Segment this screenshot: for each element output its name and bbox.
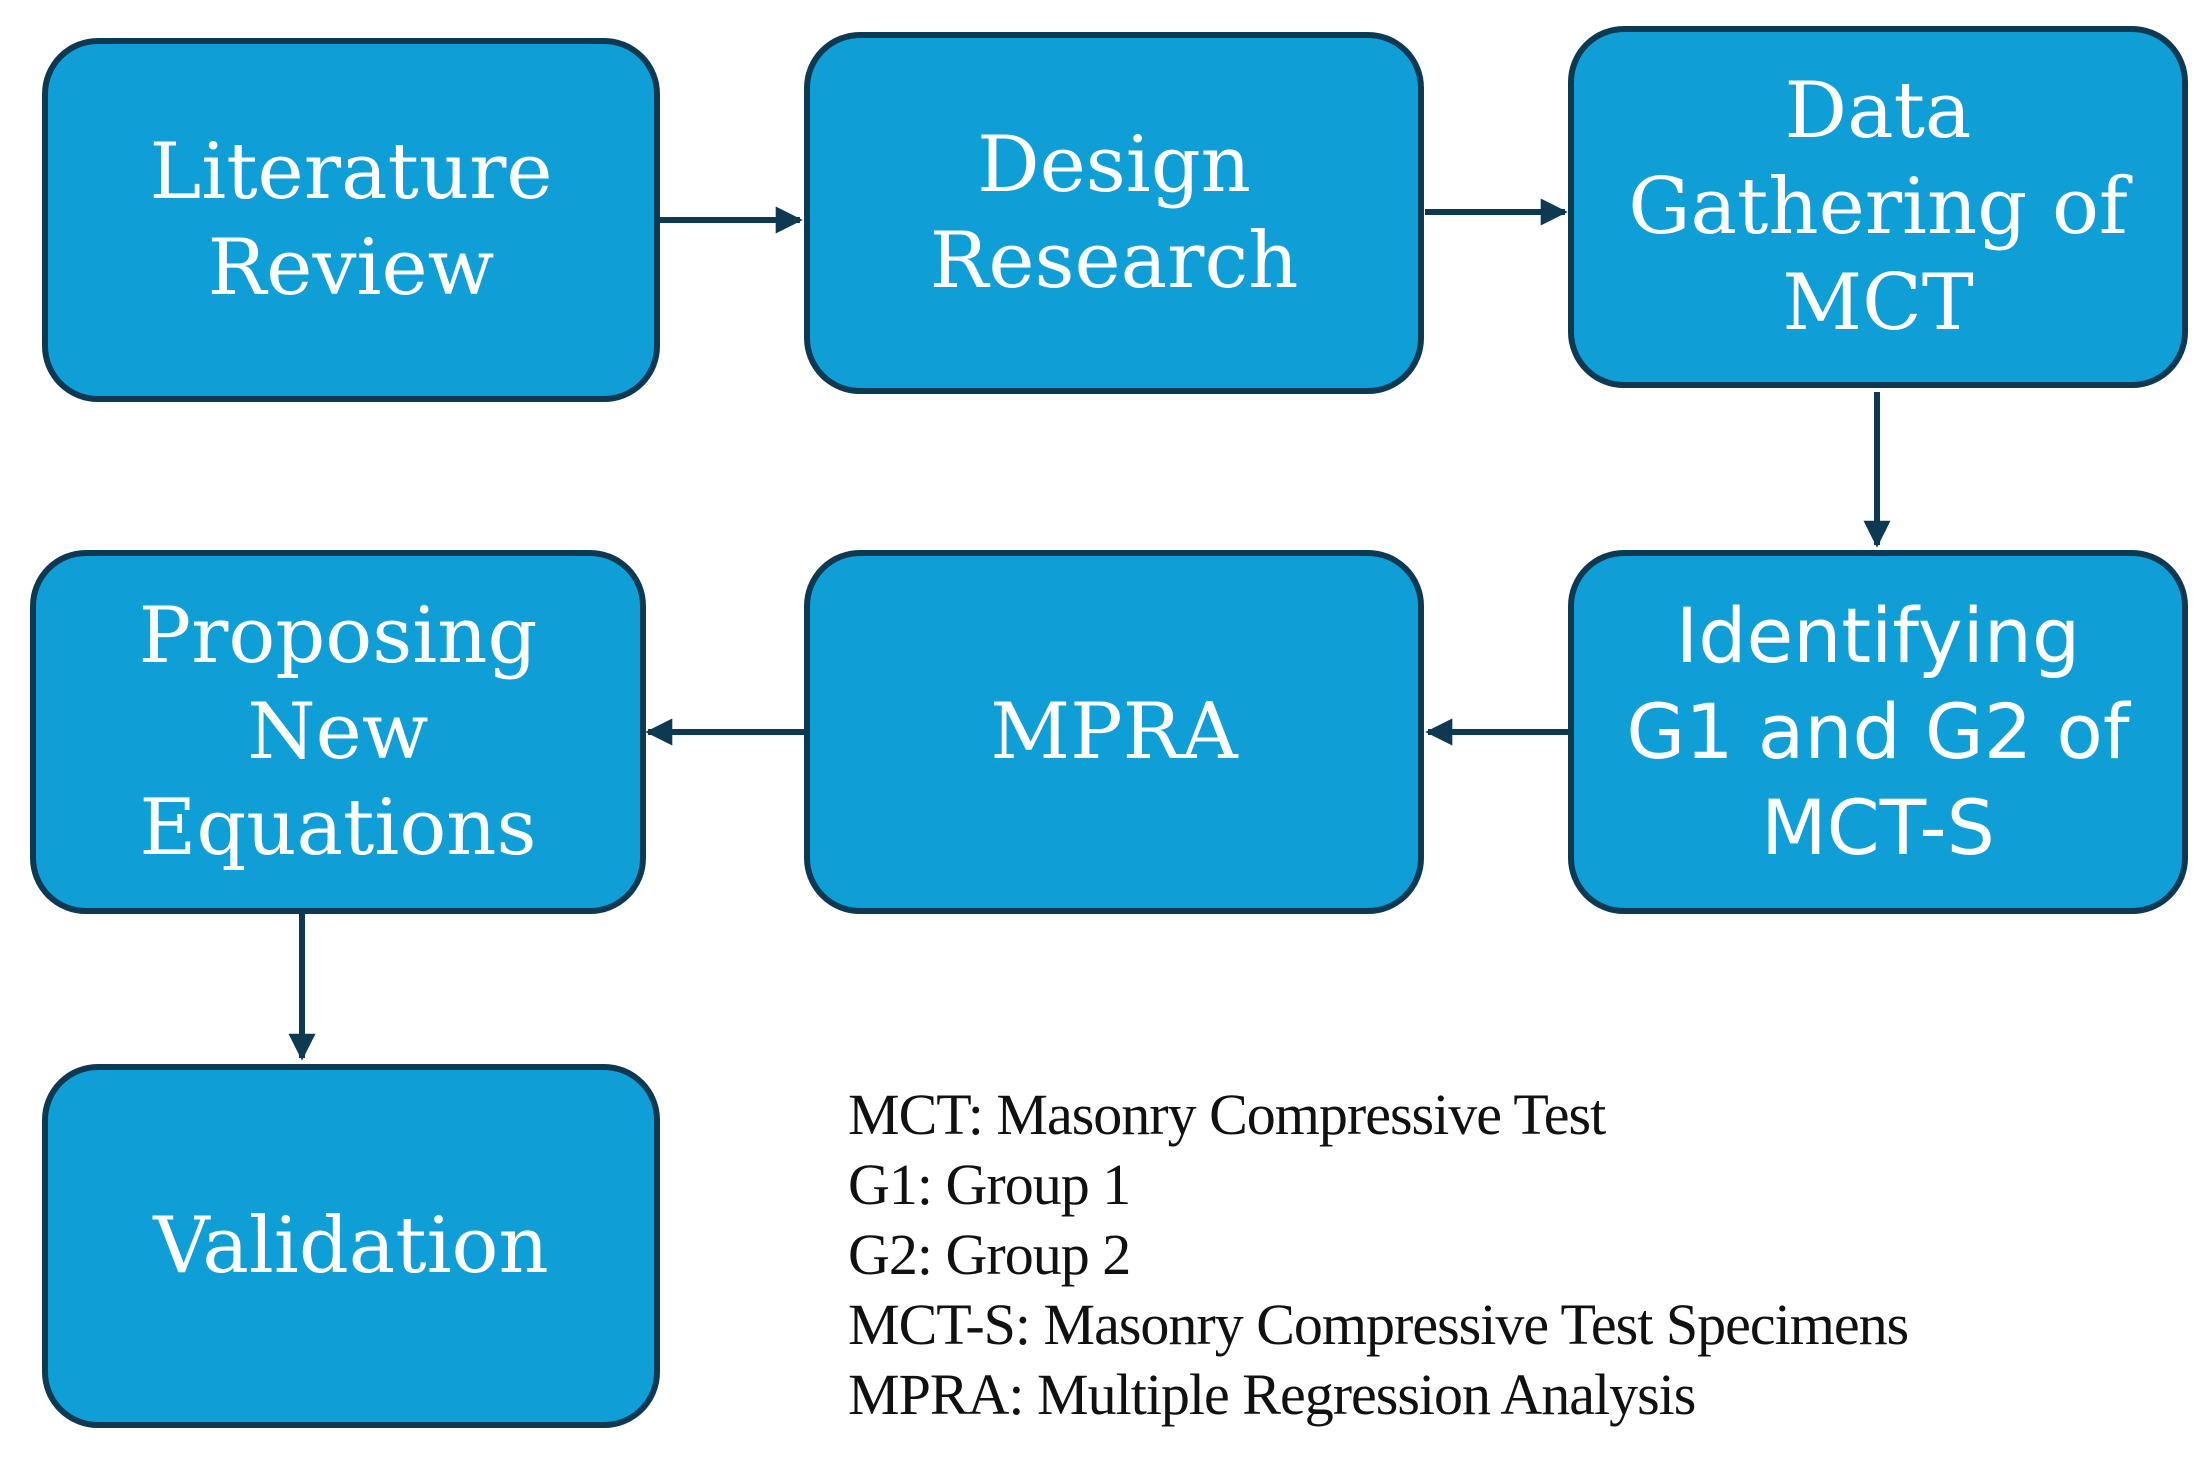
proposing-line-2: New xyxy=(247,687,429,777)
box-literature-review-label: Literature Review xyxy=(149,124,552,316)
data-gathering-line-3: MCT xyxy=(1782,258,1974,348)
literature-review-line-1: Literature xyxy=(149,127,553,217)
data-gathering-line-2: Gathering of xyxy=(1628,162,2128,252)
legend-item-g1: G1: Group 1 xyxy=(848,1152,1131,1217)
box-design-research: Design Research xyxy=(804,32,1424,394)
mpra-line-1: MPRA xyxy=(990,687,1238,777)
box-proposing-label: Proposing New Equations xyxy=(139,588,538,876)
proposing-line-1: Proposing xyxy=(138,591,538,681)
legend-item-mct-s: MCT-S: Masonry Compressive Test Specimen… xyxy=(848,1292,1909,1357)
box-identifying-g1-g2: Identifying G1 and G2 of MCT-S xyxy=(1568,550,2188,914)
identifying-line-2: G1 and G2 of xyxy=(1626,687,2130,776)
box-proposing-new-equations: Proposing New Equations xyxy=(30,550,646,914)
box-mpra: MPRA xyxy=(804,550,1424,914)
box-literature-review: Literature Review xyxy=(42,38,660,402)
validation-line-1: Validation xyxy=(153,1201,549,1291)
box-validation: Validation xyxy=(42,1064,660,1428)
box-validation-label: Validation xyxy=(153,1198,548,1294)
box-design-research-label: Design Research xyxy=(930,117,1299,309)
literature-review-line-2: Review xyxy=(207,223,495,313)
abbreviation-legend: MCT: Masonry Compressive Test G1: Group … xyxy=(848,1080,1909,1430)
box-identifying-label: Identifying G1 and G2 of MCT-S xyxy=(1626,588,2129,876)
box-data-gathering-label: Data Gathering of MCT xyxy=(1628,63,2128,351)
design-research-line-1: Design xyxy=(977,120,1251,210)
identifying-line-1: Identifying xyxy=(1675,591,2081,680)
legend-item-mpra: MPRA: Multiple Regression Analysis xyxy=(848,1362,1696,1427)
identifying-line-3: MCT-S xyxy=(1761,783,1995,872)
legend-item-mct: MCT: Masonry Compressive Test xyxy=(848,1082,1606,1147)
proposing-line-3: Equations xyxy=(139,783,537,873)
legend-item-g2: G2: Group 2 xyxy=(848,1222,1131,1287)
box-data-gathering-mct: Data Gathering of MCT xyxy=(1568,26,2188,388)
data-gathering-line-1: Data xyxy=(1784,66,1972,156)
design-research-line-2: Research xyxy=(929,216,1299,306)
box-mpra-label: MPRA xyxy=(990,684,1237,780)
